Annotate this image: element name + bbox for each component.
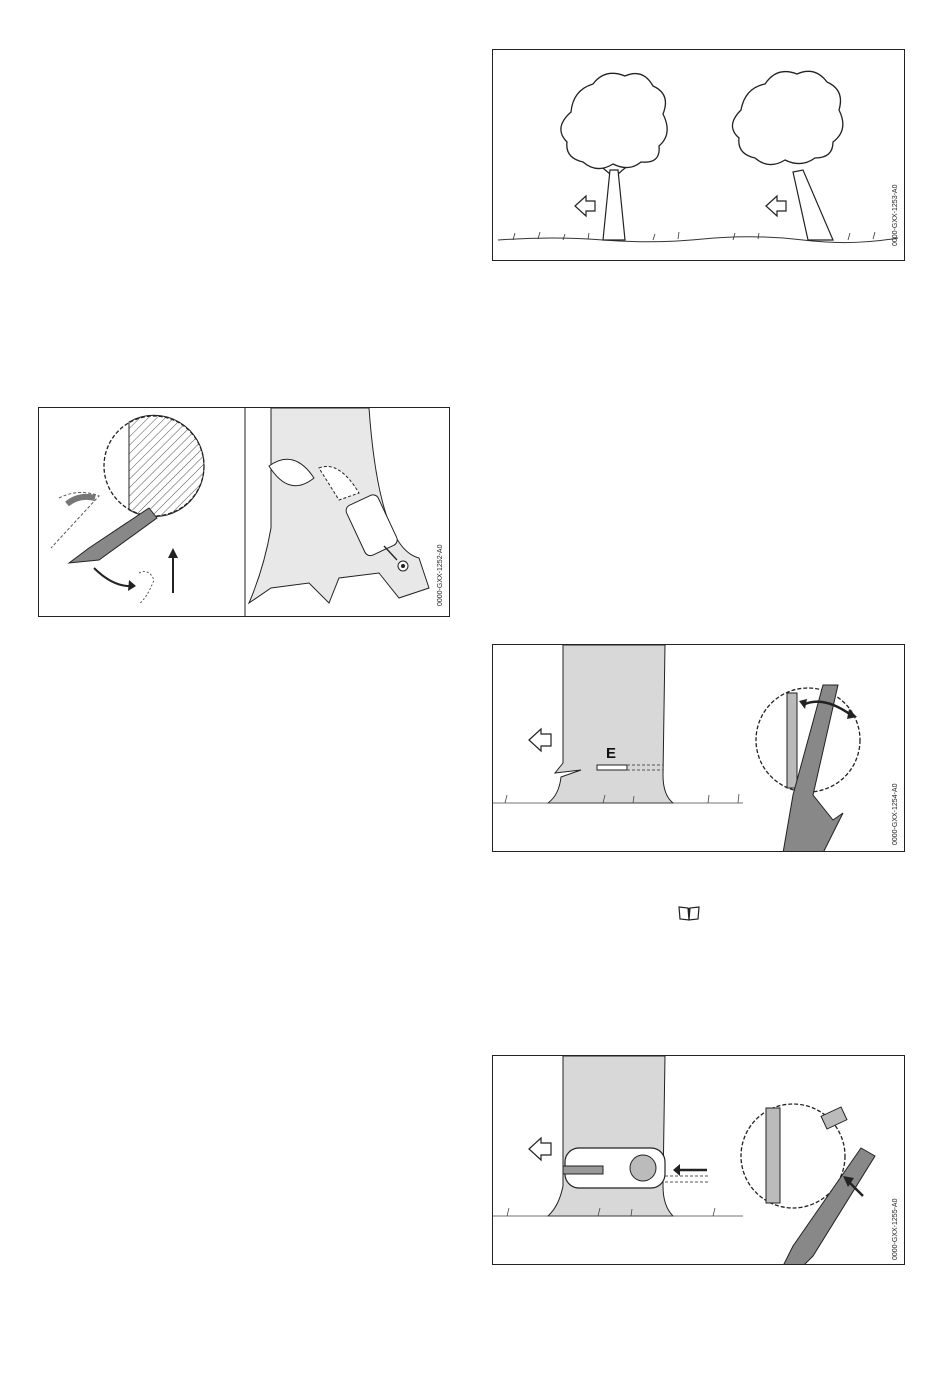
trees-illustration bbox=[493, 50, 905, 261]
boring-cut-illustration bbox=[39, 408, 450, 617]
figure-code: 0000-GXX-1255-A0 bbox=[892, 1199, 899, 1260]
book-icon bbox=[678, 905, 700, 921]
measurement-label-e: E bbox=[606, 745, 616, 762]
final-cut-illustration bbox=[493, 1056, 905, 1265]
figure-code: 0000-GXX-1253-A0 bbox=[892, 185, 899, 246]
figure-1254-felling-cut: E 0000-GXX-1254-A0 bbox=[492, 644, 905, 852]
figure-1252-boring-cut: 0000-GXX-1252-A0 bbox=[38, 407, 450, 617]
felling-cut-illustration bbox=[493, 645, 905, 852]
figure-1253-trees: 0000-GXX-1253-A0 bbox=[492, 49, 905, 261]
figure-code: 0000-GXX-1252-A0 bbox=[437, 545, 444, 606]
figure-code: 0000-GXX-1254-A0 bbox=[892, 784, 899, 845]
figure-1255-final-cut: 0000-GXX-1255-A0 bbox=[492, 1055, 905, 1265]
